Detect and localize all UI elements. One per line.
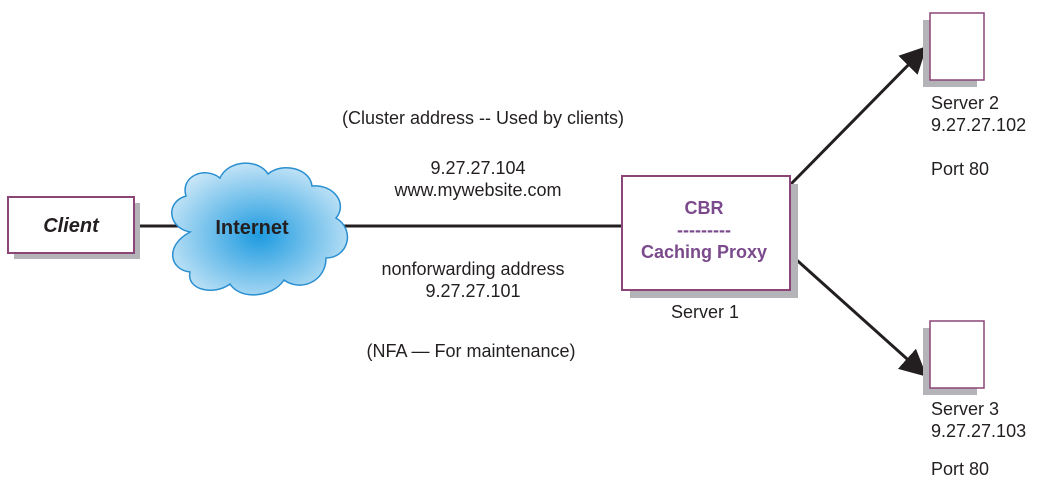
nfa-ip: 9.27.27.101	[425, 281, 520, 301]
client-label: Client	[43, 215, 100, 237]
server1-cbr-label: CBR	[685, 198, 724, 218]
server1-name: Server 1	[671, 302, 739, 322]
server1-proxy-label: Caching Proxy	[641, 242, 767, 262]
server1-server3-link	[788, 252, 928, 377]
server3-box	[929, 320, 985, 389]
server1-separator: ---------	[677, 220, 731, 240]
server1-box	[621, 175, 791, 291]
server2-name: Server 2	[931, 93, 999, 113]
server2-box	[929, 12, 985, 81]
server2-node: Server 2 9.27.27.102 Port 80	[923, 12, 1026, 179]
cloud-shape	[171, 162, 349, 296]
nfa-label: nonforwarding address	[381, 259, 564, 279]
server3-ip: 9.27.27.103	[931, 421, 1026, 441]
server3-node: Server 3 9.27.27.103 Port 80	[923, 320, 1026, 479]
server2-port: Port 80	[931, 159, 989, 179]
server1-node: CBR --------- Caching Proxy Server 1	[621, 175, 798, 322]
server3-port: Port 80	[931, 459, 989, 479]
client-box	[7, 196, 135, 254]
client-node: Client	[7, 196, 140, 259]
cluster-hostname: www.mywebsite.com	[393, 180, 561, 200]
server1-server2-link	[788, 46, 927, 187]
internet-cloud: Internet	[171, 162, 349, 296]
internet-label: Internet	[215, 217, 289, 239]
nfa-caption: (NFA — For maintenance)	[366, 341, 575, 361]
server3-name: Server 3	[931, 399, 999, 419]
server2-ip: 9.27.27.102	[931, 115, 1026, 135]
cluster-ip: 9.27.27.104	[430, 158, 525, 178]
cluster-caption: (Cluster address -- Used by clients)	[342, 108, 624, 128]
